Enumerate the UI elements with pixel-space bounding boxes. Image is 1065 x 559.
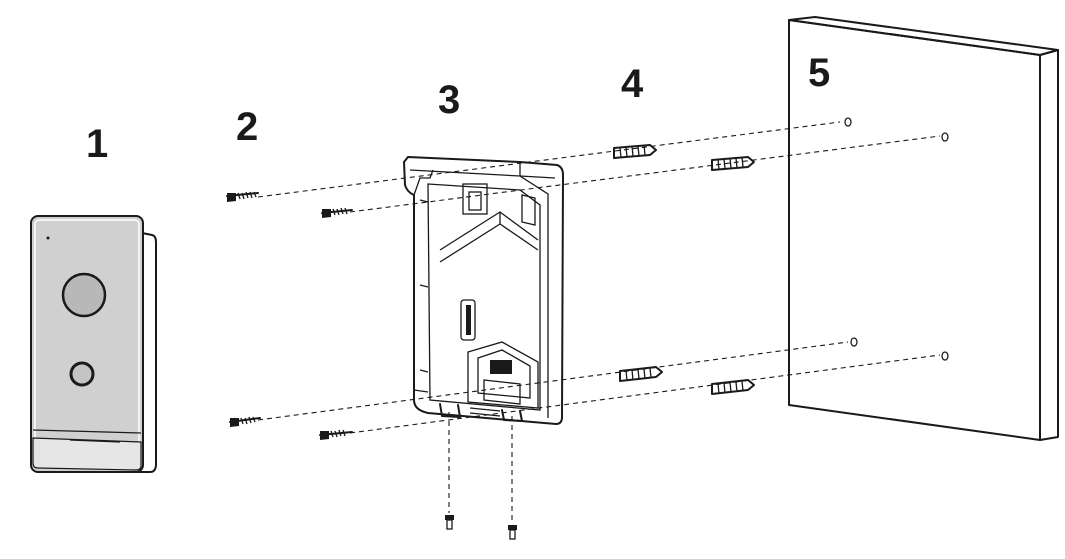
- label-part-2: 2: [236, 105, 258, 149]
- wall-hole-icon: [941, 351, 949, 361]
- wall-anchors: [613, 144, 755, 395]
- screw-icon: [508, 525, 517, 540]
- anchor-icon: [711, 156, 755, 171]
- label-part-1: 1: [86, 122, 108, 166]
- wall-hole-icon: [941, 132, 949, 142]
- call-button-icon: [69, 361, 95, 387]
- anchor-icon: [711, 379, 755, 395]
- screw-icon: [229, 416, 261, 427]
- wall: [788, 16, 1059, 441]
- camera-lens-icon: [61, 272, 107, 318]
- screw-icon: [321, 207, 353, 218]
- wall-hole-icon: [844, 117, 852, 127]
- device-front-panel: [30, 215, 144, 473]
- screw-icon: [319, 429, 353, 440]
- wall-hole-icon: [850, 337, 858, 347]
- anchor-icon: [613, 144, 657, 159]
- label-part-4: 4: [621, 62, 644, 106]
- mounting-screws: [226, 191, 517, 540]
- label-part-5: 5: [808, 51, 830, 95]
- screw-icon: [226, 191, 259, 202]
- mounting-bracket: [403, 156, 564, 425]
- alignment-lines: [257, 121, 941, 524]
- anchor-icon: [619, 366, 663, 382]
- label-part-3: 3: [438, 78, 460, 122]
- screw-icon: [445, 515, 454, 530]
- door-station-device: [30, 215, 157, 473]
